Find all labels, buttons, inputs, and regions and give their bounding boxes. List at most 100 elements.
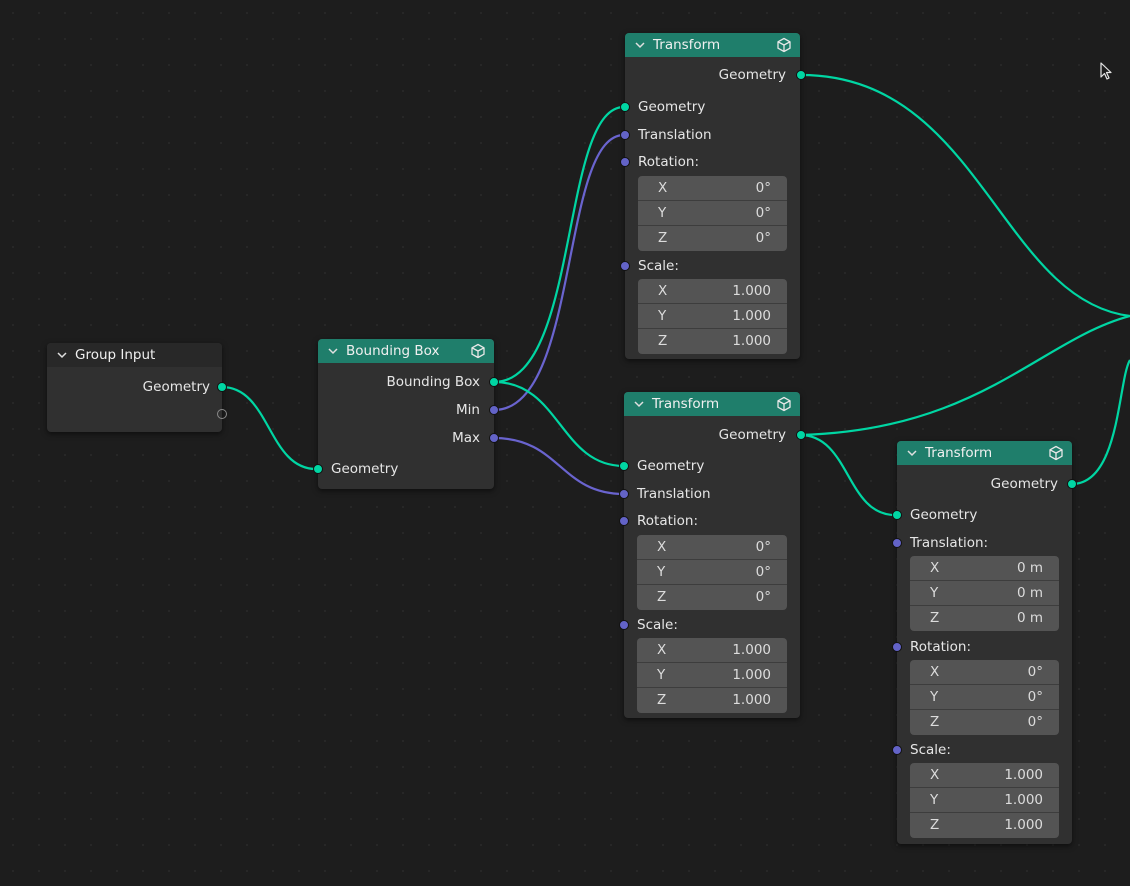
field-value: 1.000 bbox=[732, 283, 771, 299]
input-socket-rotation[interactable] bbox=[892, 642, 902, 652]
bounding-box-node[interactable]: Bounding Box Bounding Box Min Max Geomet… bbox=[313, 339, 499, 489]
output-socket-geometry[interactable] bbox=[1067, 479, 1077, 489]
chevron-down-icon[interactable] bbox=[907, 448, 921, 458]
output-socket-geometry[interactable] bbox=[796, 70, 806, 80]
chevron-down-icon[interactable] bbox=[635, 40, 649, 50]
group-input-node[interactable]: Group Input Geometry bbox=[47, 343, 227, 432]
axis-label: Y bbox=[658, 205, 667, 221]
transform-node-top[interactable]: Transform Geometry Geometry Translation … bbox=[620, 33, 806, 359]
group-input-header[interactable]: Group Input bbox=[47, 343, 222, 367]
field-value: 0° bbox=[755, 180, 771, 196]
node-title: Transform bbox=[925, 445, 993, 461]
output-socket-bounding-box[interactable] bbox=[489, 377, 499, 387]
input-socket-geometry[interactable] bbox=[892, 510, 902, 520]
input-label-rotation: Rotation: bbox=[638, 154, 700, 170]
axis-label: X bbox=[658, 283, 668, 299]
field-value: 0° bbox=[755, 230, 771, 246]
axis-label: Y bbox=[658, 308, 667, 324]
axis-label: X bbox=[930, 560, 940, 576]
input-socket-scale[interactable] bbox=[619, 620, 629, 630]
input-label-geometry: Geometry bbox=[638, 99, 706, 115]
axis-label: Y bbox=[657, 564, 666, 580]
input-socket-geometry[interactable] bbox=[620, 102, 630, 112]
axis-label: Z bbox=[930, 714, 940, 730]
axis-label: X bbox=[930, 767, 940, 783]
chevron-down-icon[interactable] bbox=[57, 350, 71, 360]
field-value: 0 m bbox=[1016, 610, 1043, 626]
output-label-max: Max bbox=[452, 430, 480, 446]
transform-header[interactable]: Transform bbox=[625, 33, 800, 57]
bounding-box-header[interactable]: Bounding Box bbox=[318, 339, 494, 363]
input-socket-geometry[interactable] bbox=[619, 461, 629, 471]
field-value: 0° bbox=[755, 564, 771, 580]
rotation-y-field[interactable]: Y 0° bbox=[637, 560, 787, 585]
input-label-geometry: Geometry bbox=[910, 507, 978, 523]
input-socket-geometry[interactable] bbox=[313, 464, 323, 474]
field-value: 1.000 bbox=[732, 692, 771, 708]
chevron-down-icon[interactable] bbox=[634, 399, 648, 409]
input-socket-rotation[interactable] bbox=[619, 516, 629, 526]
cube-icon bbox=[1049, 445, 1063, 461]
scale-z-field[interactable]: Z 1.000 bbox=[637, 688, 787, 713]
input-label-geometry: Geometry bbox=[331, 461, 399, 477]
output-socket-max[interactable] bbox=[489, 433, 499, 443]
mouse-cursor-icon bbox=[1100, 62, 1112, 80]
transform-header[interactable]: Transform bbox=[624, 392, 800, 416]
chevron-down-icon[interactable] bbox=[328, 346, 342, 356]
rotation-y-field[interactable]: Y 0° bbox=[910, 685, 1059, 710]
input-socket-rotation[interactable] bbox=[620, 157, 630, 167]
output-socket-min[interactable] bbox=[489, 405, 499, 415]
transform-node-right[interactable]: Transform Geometry Geometry Translation:… bbox=[892, 441, 1077, 844]
axis-label: X bbox=[657, 539, 667, 555]
cube-icon bbox=[777, 396, 791, 412]
output-socket-empty[interactable] bbox=[217, 409, 227, 419]
input-socket-scale[interactable] bbox=[620, 261, 630, 271]
input-label-geometry: Geometry bbox=[637, 458, 705, 474]
rotation-y-field[interactable]: Y 0° bbox=[638, 201, 787, 226]
input-socket-translation[interactable] bbox=[620, 130, 630, 140]
output-socket-geometry[interactable] bbox=[217, 382, 227, 392]
output-label-bounding-box: Bounding Box bbox=[386, 374, 480, 390]
field-value: 0° bbox=[755, 205, 771, 221]
scale-x-field[interactable]: X 1.000 bbox=[638, 279, 787, 304]
output-label-geometry: Geometry bbox=[990, 476, 1058, 492]
input-socket-translation[interactable] bbox=[892, 538, 902, 548]
axis-label: X bbox=[657, 642, 667, 658]
field-value: 1.000 bbox=[1004, 792, 1043, 808]
field-value: 0° bbox=[1027, 689, 1043, 705]
output-socket-geometry[interactable] bbox=[796, 430, 806, 440]
transform-node-mid[interactable]: Transform Geometry Geometry Translation … bbox=[619, 392, 806, 718]
axis-label: Y bbox=[930, 689, 939, 705]
input-label-scale: Scale: bbox=[637, 617, 678, 633]
axis-label: Z bbox=[657, 692, 667, 708]
field-value: 0° bbox=[755, 589, 771, 605]
input-label-rotation: Rotation: bbox=[910, 639, 972, 655]
output-label-geometry: Geometry bbox=[142, 379, 210, 395]
input-socket-translation[interactable] bbox=[619, 489, 629, 499]
input-socket-scale[interactable] bbox=[892, 745, 902, 755]
transform-header[interactable]: Transform bbox=[897, 441, 1072, 465]
